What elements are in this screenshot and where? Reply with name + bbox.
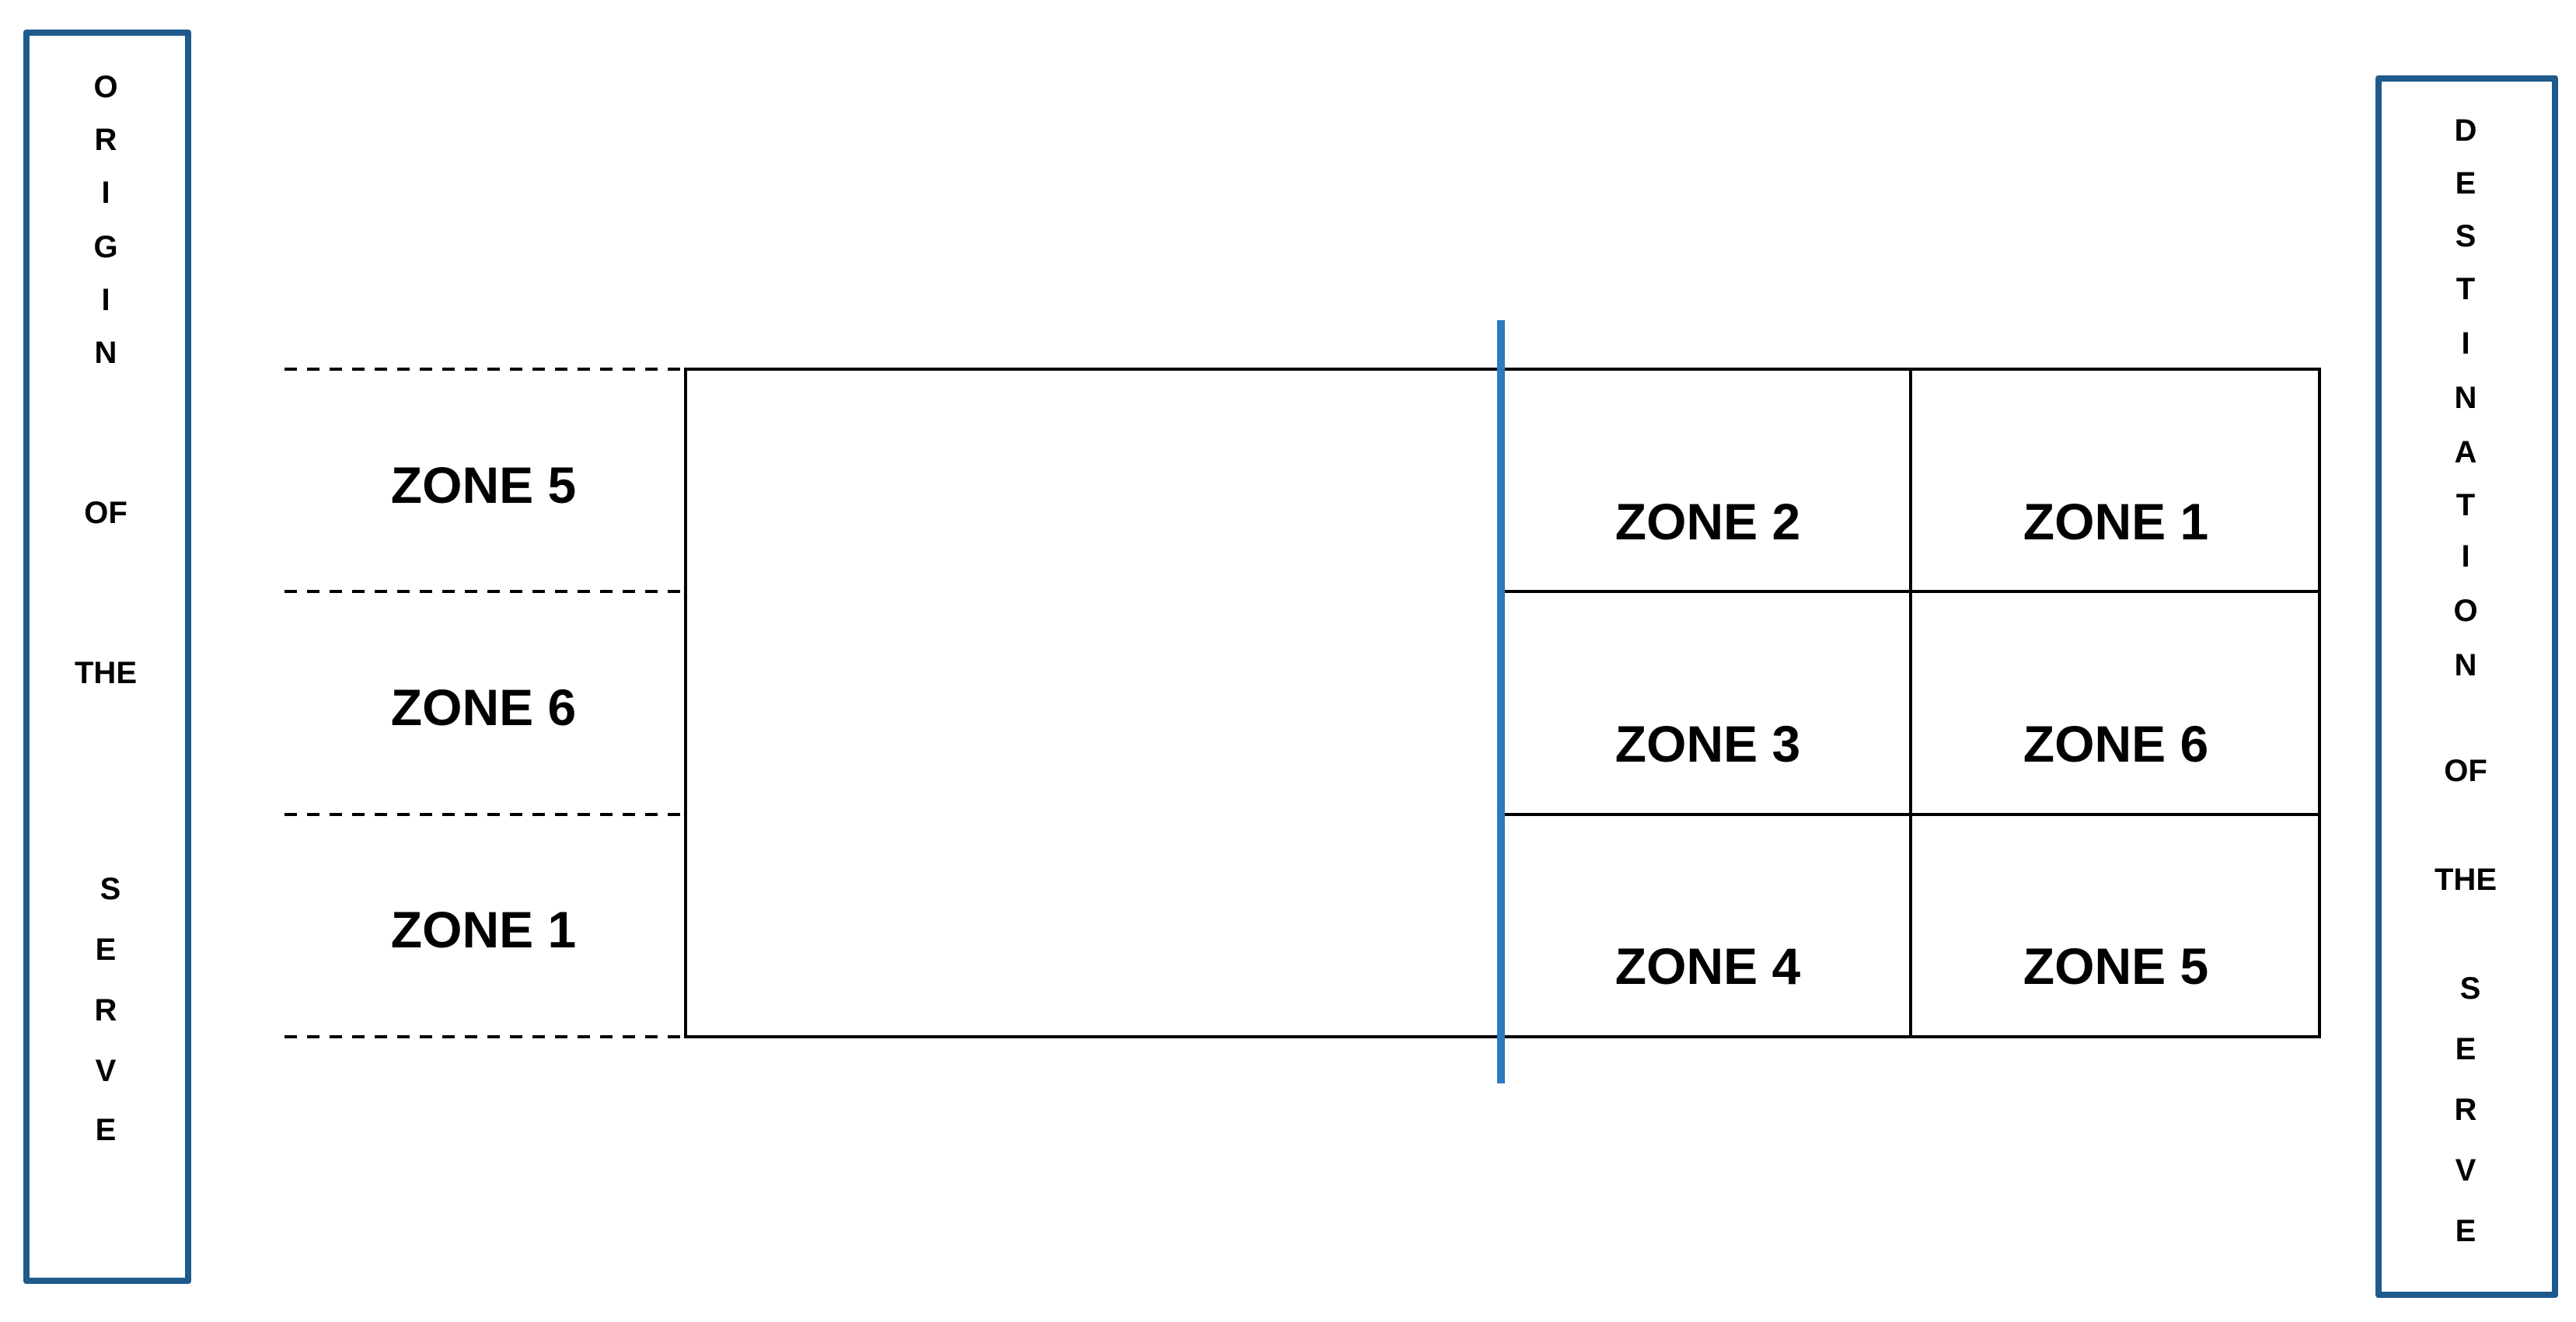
origin-letter: V (95, 1054, 117, 1088)
destination-letter: S (2459, 971, 2481, 1006)
origin-word-of: OF (84, 496, 127, 530)
destination-letter: E (2455, 1214, 2477, 1248)
origin-letter: E (95, 1113, 117, 1147)
destination-word-the: THE (2435, 863, 2497, 897)
destination-letter: O (2453, 594, 2478, 628)
origin-letter: R (94, 993, 117, 1027)
destination-letter: N (2454, 648, 2477, 682)
destination-zone-label: ZONE 1 (2023, 493, 2209, 550)
origin-letter: S (99, 872, 121, 906)
origin-letter: I (101, 176, 110, 210)
origin-zone-label: ZONE 1 (390, 901, 577, 958)
destination-zone-label: ZONE 5 (2023, 937, 2209, 995)
origin-letter: G (93, 230, 118, 264)
destination-letter: I (2461, 539, 2470, 574)
destination-letter: V (2455, 1153, 2477, 1188)
destination-letter: I (2461, 326, 2470, 361)
destination-zone-label: ZONE 3 (1614, 715, 1801, 773)
destination-word-of: OF (2444, 754, 2487, 788)
origin-letter: N (94, 336, 117, 370)
origin-letter: I (101, 283, 110, 317)
destination-letter: T (2456, 272, 2476, 306)
destination-zone-label: ZONE 6 (2023, 715, 2209, 773)
destination-zone-label: ZONE 2 (1614, 493, 1801, 550)
destination-zone-label: ZONE 4 (1614, 937, 1801, 995)
origin-zone-label: ZONE 5 (390, 456, 577, 514)
origin-zone-label: ZONE 6 (390, 678, 577, 736)
origin-letter: O (93, 70, 118, 104)
origin-letter: R (94, 123, 117, 157)
destination-letter: T (2456, 488, 2476, 522)
origin-of-the-serve-panel (23, 30, 191, 1284)
destination-letter: E (2455, 166, 2477, 201)
destination-of-the-serve-panel (2375, 75, 2558, 1298)
destination-letter: R (2454, 1093, 2477, 1127)
origin-word-the: THE (75, 656, 137, 690)
destination-letter: S (2455, 219, 2477, 253)
destination-letter: A (2454, 435, 2477, 469)
destination-letter: D (2454, 113, 2477, 148)
origin-letter: E (95, 933, 117, 967)
destination-letter: N (2454, 381, 2477, 415)
destination-letter: E (2455, 1032, 2477, 1066)
